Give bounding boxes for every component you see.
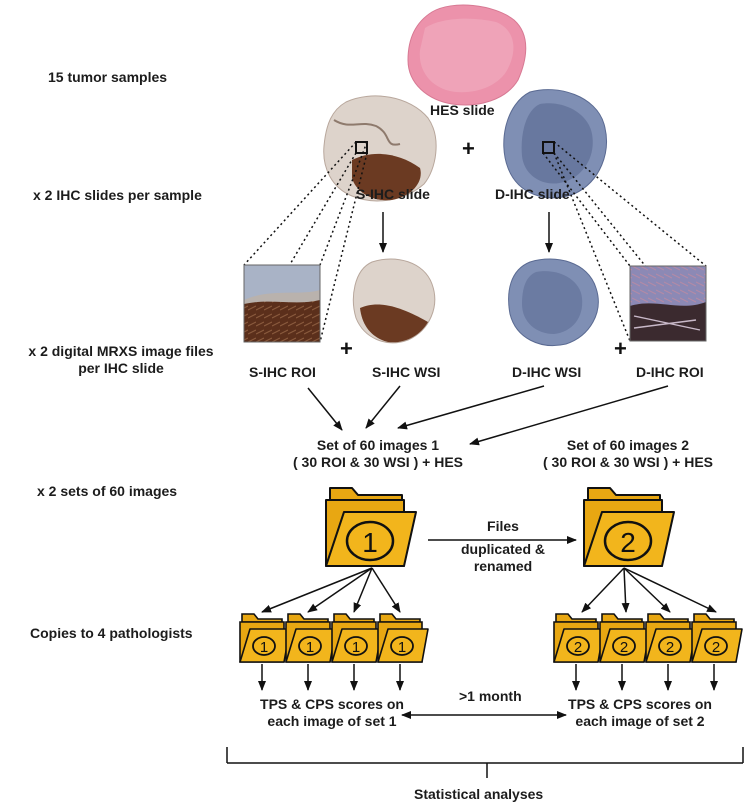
label-scores-set-2-line2: each image of set 2 bbox=[575, 713, 705, 729]
analysis-bracket bbox=[226, 747, 744, 778]
label-hes-slide: HES slide bbox=[430, 102, 495, 118]
pathologist-folder-number: 1 bbox=[306, 639, 314, 656]
label-tumor-samples: 15 tumor samples bbox=[48, 69, 168, 85]
arrows bbox=[258, 212, 718, 719]
label-s-ihc-roi: S-IHC ROI bbox=[249, 364, 316, 380]
label-mrxs-files: x 2 digital MRXS image files per IHC sli… bbox=[10, 343, 232, 377]
pathologist-folder-set-1-4: 1 bbox=[377, 613, 429, 663]
label-copies: Copies to 4 pathologists bbox=[30, 625, 193, 641]
hes-slide-image bbox=[407, 4, 527, 106]
label-duplication-line1: Files bbox=[487, 518, 519, 534]
label-set-2: Set of 60 images 2 ( 30 ROI & 30 WSI ) +… bbox=[528, 437, 728, 471]
pathologist-folder-number: 2 bbox=[620, 639, 628, 656]
label-set-1-line2: ( 30 ROI & 30 WSI ) + HES bbox=[293, 454, 463, 470]
pathologist-folder-number: 1 bbox=[260, 639, 268, 656]
label-s-ihc-slide: S-IHC slide bbox=[356, 186, 430, 202]
label-statistical-analyses: Statistical analyses bbox=[414, 786, 544, 802]
label-ihc-slides: x 2 IHC slides per sample bbox=[33, 187, 202, 203]
pathologist-folder-set-1-2: 1 bbox=[285, 613, 337, 663]
pathologist-folder-number: 2 bbox=[712, 639, 720, 656]
d-ihc-wsi-image bbox=[508, 258, 599, 346]
pathologist-folder-set-1-3: 1 bbox=[331, 613, 383, 663]
label-scores-set-1-line1: TPS & CPS scores on bbox=[260, 696, 404, 712]
folder-set-2 bbox=[583, 487, 675, 567]
pathologist-folder-number: 2 bbox=[574, 639, 582, 656]
folder-set-1-number: 1 bbox=[362, 527, 378, 558]
label-sets: x 2 sets of 60 images bbox=[37, 483, 178, 499]
label-set-2-line2: ( 30 ROI & 30 WSI ) + HES bbox=[543, 454, 713, 470]
label-scores-set-1-line2: each image of set 1 bbox=[267, 713, 397, 729]
plus-sign-s: + bbox=[340, 336, 353, 361]
s-ihc-roi-image bbox=[243, 264, 321, 343]
s-ihc-wsi-image bbox=[352, 258, 436, 344]
folder-set-1 bbox=[325, 487, 417, 567]
label-d-ihc-wsi: D-IHC WSI bbox=[512, 364, 582, 380]
pathologist-folder-number: 1 bbox=[352, 639, 360, 656]
pathologist-folder-number: 2 bbox=[666, 639, 674, 656]
s-ihc-slide-image bbox=[323, 95, 437, 202]
label-scores-set-2-line1: TPS & CPS scores on bbox=[568, 696, 712, 712]
plus-sign-slides: + bbox=[462, 136, 475, 161]
pathologist-folders: 1 1 1 1 2 2 2 2 bbox=[239, 613, 743, 663]
d-ihc-roi-image bbox=[629, 265, 707, 342]
label-scores-set-2: TPS & CPS scores on each image of set 2 bbox=[540, 696, 740, 730]
plus-sign-d: + bbox=[614, 336, 627, 361]
label-d-ihc-roi: D-IHC ROI bbox=[636, 364, 704, 380]
label-scores-set-1: TPS & CPS scores on each image of set 1 bbox=[232, 696, 432, 730]
pathologist-folder-set-2-2: 2 bbox=[599, 613, 651, 663]
label-set-2-line1: Set of 60 images 2 bbox=[566, 437, 690, 453]
label-d-ihc-slide: D-IHC slide bbox=[495, 186, 570, 202]
pathologist-folder-number: 1 bbox=[398, 639, 406, 656]
pathologist-folder-set-2-1: 2 bbox=[553, 613, 605, 663]
label-s-ihc-wsi: S-IHC WSI bbox=[372, 364, 441, 380]
pathologist-folder-set-2-4: 2 bbox=[691, 613, 743, 663]
folder-set-2-number: 2 bbox=[620, 527, 636, 558]
label-set-1: Set of 60 images 1 ( 30 ROI & 30 WSI ) +… bbox=[278, 437, 478, 471]
label-duplication: Files duplicated & renamed bbox=[448, 518, 558, 575]
label-duplication-line3: renamed bbox=[473, 558, 533, 574]
label-interval: >1 month bbox=[459, 688, 522, 704]
pathologist-folder-set-2-3: 2 bbox=[645, 613, 697, 663]
label-duplication-line2: duplicated & bbox=[460, 541, 545, 557]
label-mrxs-line1: x 2 digital MRXS image files bbox=[28, 343, 214, 359]
pathologist-folder-set-1-1: 1 bbox=[239, 613, 291, 663]
s-ihc-roi-marker bbox=[355, 141, 368, 154]
label-mrxs-line2: per IHC slide bbox=[78, 360, 164, 376]
d-ihc-roi-marker bbox=[542, 141, 555, 154]
label-set-1-line1: Set of 60 images 1 bbox=[316, 437, 440, 453]
